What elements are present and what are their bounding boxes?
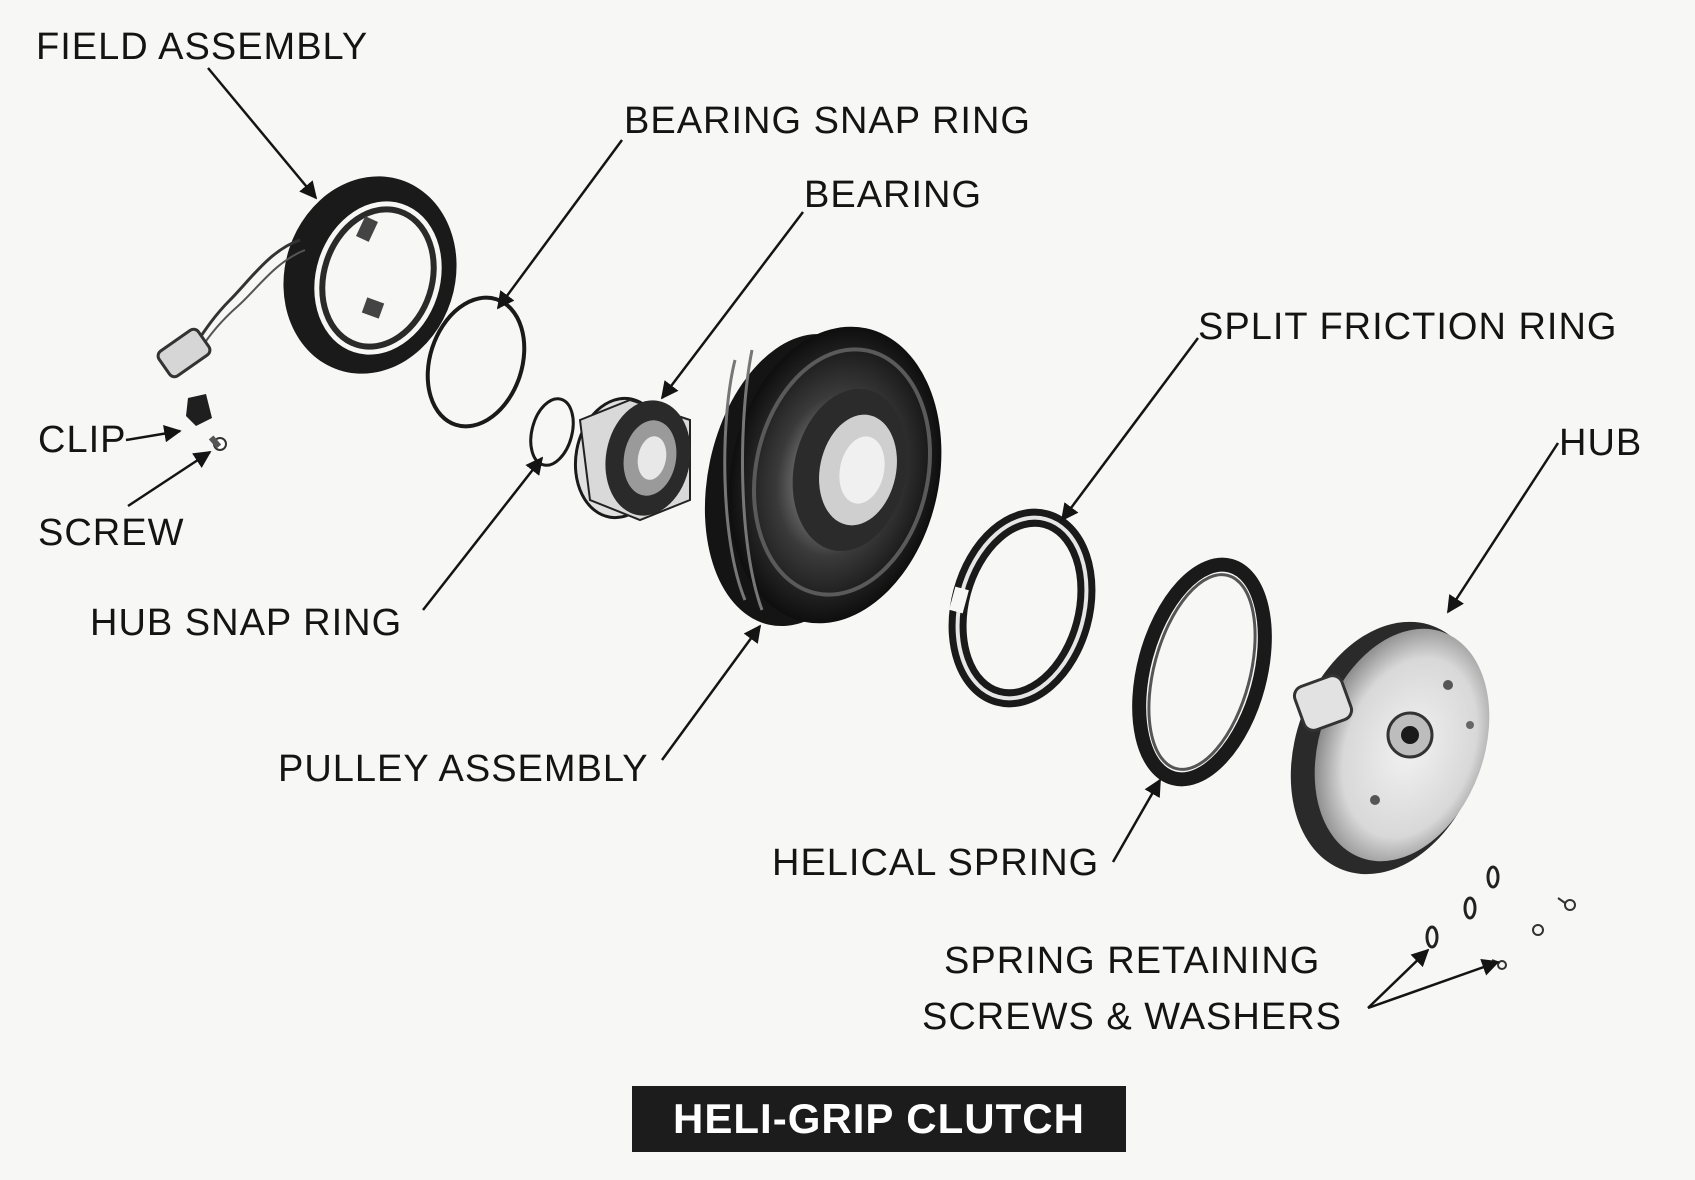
spring-retaining-screws-washers-part — [1425, 865, 1576, 970]
label-field-assembly: FIELD ASSEMBLY — [36, 26, 369, 68]
screw-part — [208, 435, 227, 451]
leader-bearing — [660, 211, 804, 400]
leader-lines — [125, 67, 1560, 1010]
label-spring-retaining-line1: SPRING RETAINING — [944, 940, 1321, 982]
label-pulley-assembly: PULLEY ASSEMBLY — [278, 748, 649, 790]
leader-clip — [125, 424, 182, 443]
diagram-title: HELI-GRIP CLUTCH — [673, 1095, 1085, 1142]
split-friction-ring-part — [948, 508, 1096, 708]
hub-snap-ring-part — [529, 397, 575, 467]
leader-split-friction-ring — [1060, 337, 1200, 522]
field-assembly-part — [156, 176, 457, 379]
leader-helical-spring — [1111, 778, 1162, 863]
leader-field-assembly — [207, 67, 318, 200]
label-hub-snap-ring: HUB SNAP RING — [90, 602, 403, 644]
label-split-friction-ring: SPLIT FRICTION RING — [1198, 306, 1618, 348]
helical-spring-part — [1132, 557, 1272, 787]
leader-bearing-snap-ring — [496, 139, 624, 310]
hub-part — [1290, 621, 1490, 875]
pulley-assembly-part — [704, 326, 942, 627]
label-screw: SCREW — [38, 512, 185, 554]
label-bearing-snap-ring: BEARING SNAP RING — [624, 100, 1031, 142]
title-banner: HELI-GRIP CLUTCH — [632, 1086, 1126, 1152]
leader-spring-retaining-1 — [1367, 948, 1430, 1009]
leader-screw — [127, 450, 212, 508]
label-clip: CLIP — [38, 419, 127, 461]
clip-part — [186, 394, 212, 426]
leader-pulley-assembly — [660, 624, 762, 761]
label-spring-retaining-line2: SCREWS & WASHERS — [922, 996, 1342, 1038]
leader-spring-retaining-2 — [1367, 959, 1500, 1010]
bearing-part — [573, 396, 691, 522]
bearing-snap-ring-part — [425, 295, 527, 429]
leader-hub-snap-ring — [422, 456, 544, 611]
label-bearing: BEARING — [804, 174, 983, 216]
label-helical-spring: HELICAL SPRING — [772, 842, 1100, 884]
label-hub: HUB — [1559, 422, 1643, 464]
leader-hub — [1446, 442, 1560, 614]
